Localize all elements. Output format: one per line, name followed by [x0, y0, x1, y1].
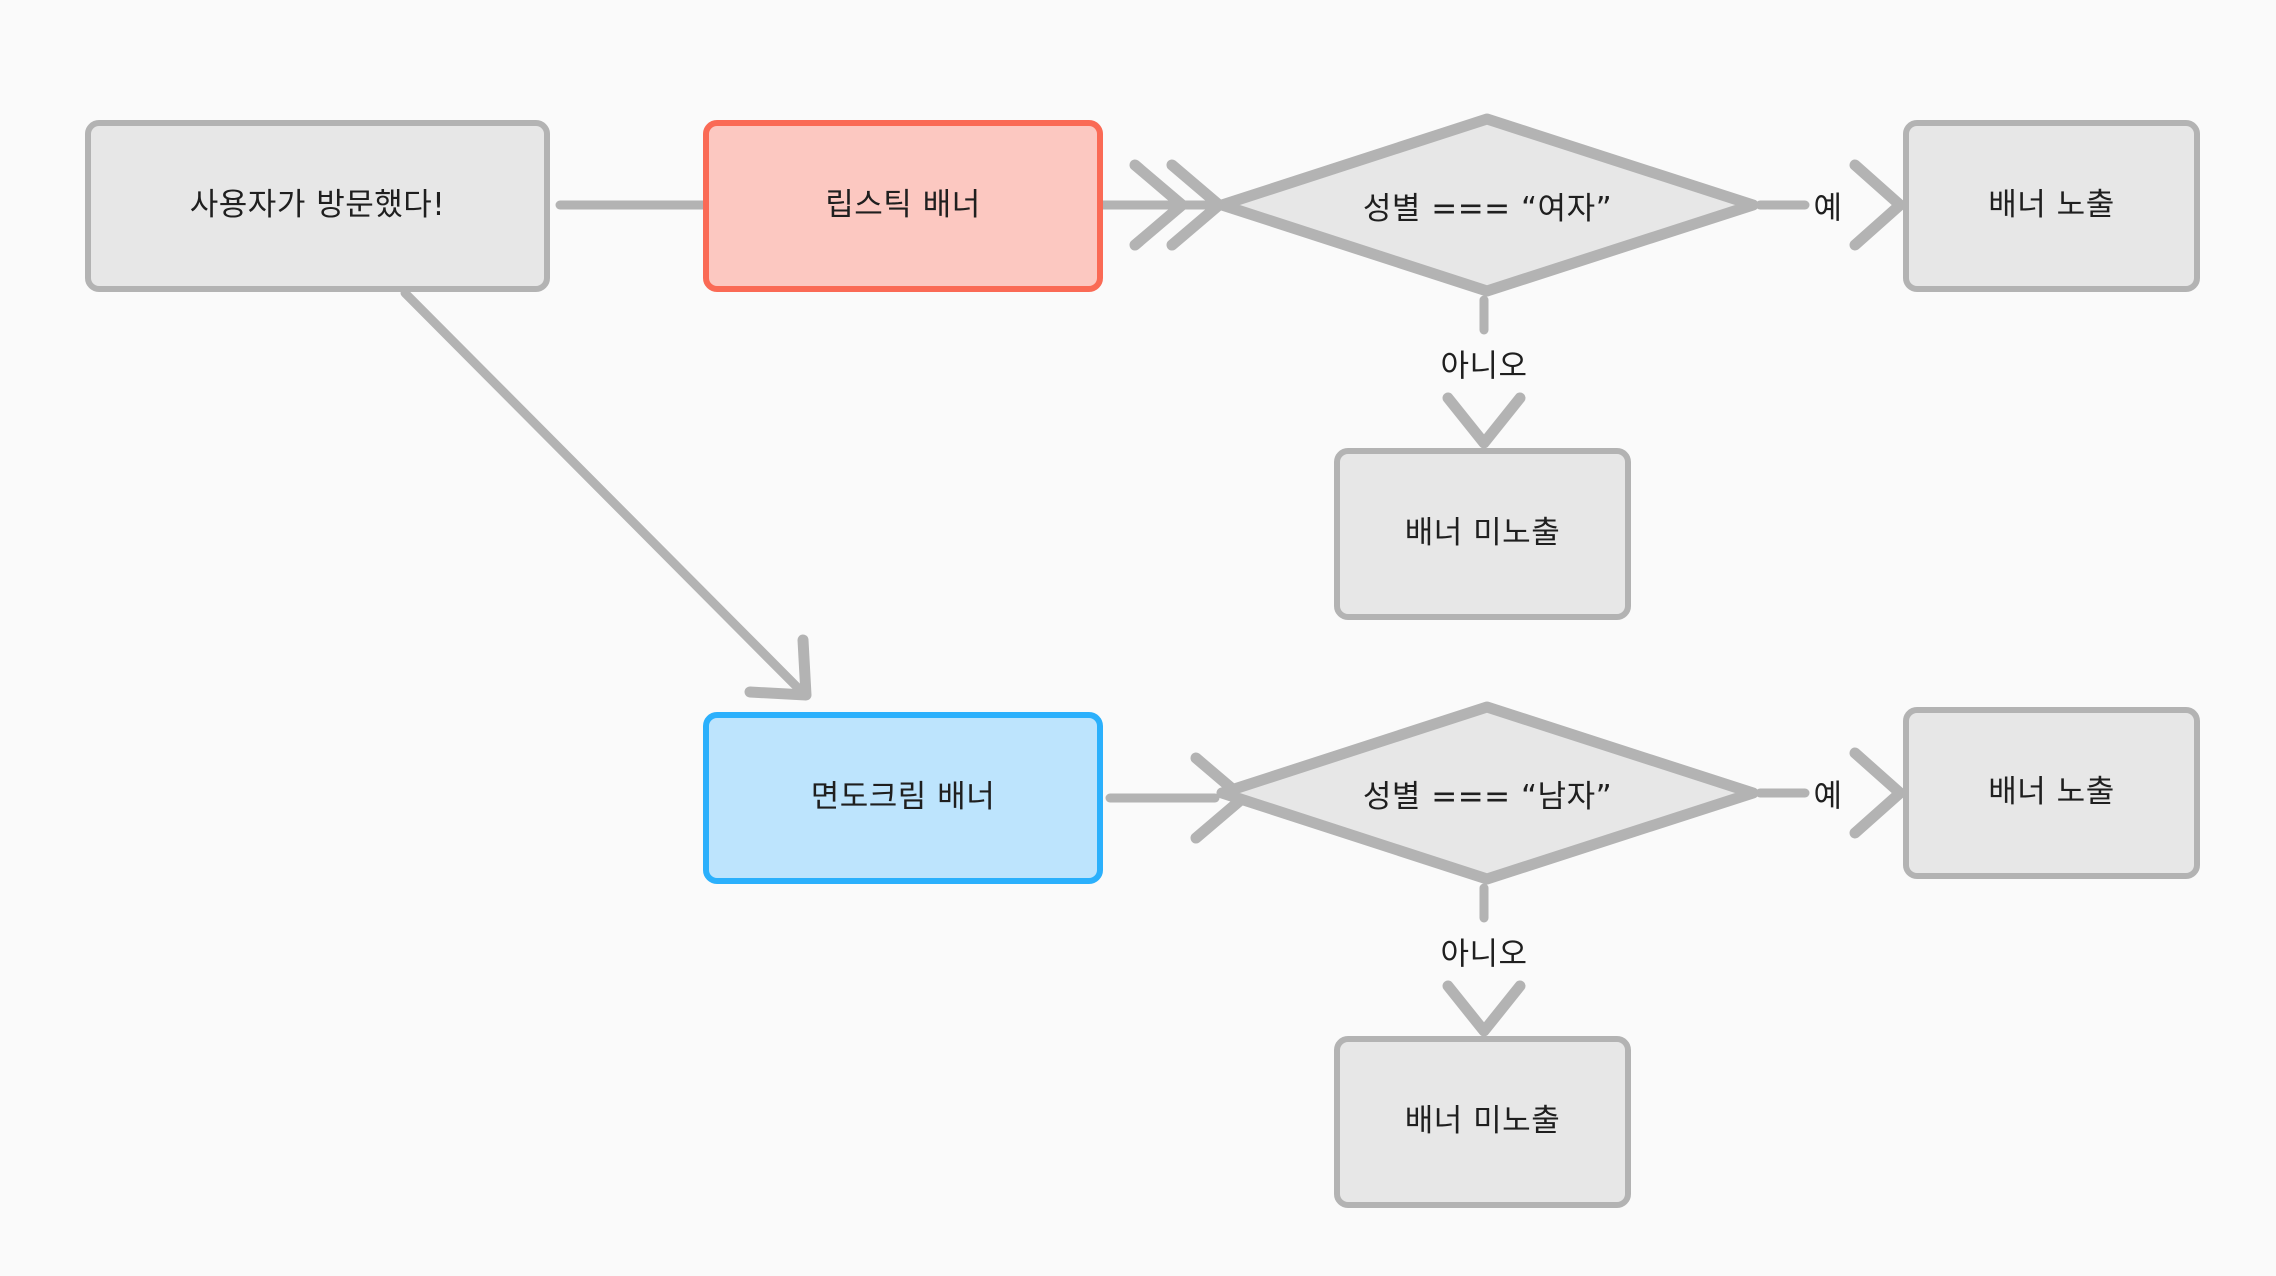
- node-decision-female-label: 성별 === “여자”: [1362, 190, 1613, 227]
- node-shaving-banner-label: 면도크림 배너: [810, 779, 996, 816]
- node-hide-banner-male-label: 배너 미노출: [1404, 1103, 1561, 1140]
- node-show-banner-male[interactable]: 배너 노출: [1903, 707, 2200, 879]
- edge-label-yes-top: 예: [1813, 190, 1843, 227]
- node-shaving-banner[interactable]: 면도크림 배너: [703, 712, 1103, 884]
- node-start-label: 사용자가 방문했다!: [189, 187, 446, 224]
- node-start[interactable]: 사용자가 방문했다!: [85, 120, 550, 292]
- node-show-banner-female-label: 배너 노출: [1988, 187, 2115, 224]
- node-lipstick-banner[interactable]: 립스틱 배너: [703, 120, 1103, 292]
- diamond-shape-male: [1216, 701, 1759, 885]
- diamond-shape-female: [1216, 113, 1759, 297]
- edge-lipstick-to-decision-female: [1105, 159, 1225, 251]
- node-decision-male[interactable]: 성별 === “남자”: [1215, 700, 1760, 886]
- edge-start-to-shaving: [400, 288, 812, 701]
- node-hide-banner-male[interactable]: 배너 미노출: [1334, 1036, 1631, 1208]
- edge-label-no-bottom: 아니오: [1440, 936, 1528, 973]
- node-lipstick-banner-label: 립스틱 배너: [825, 187, 981, 224]
- edge-label-no-top: 아니오: [1440, 348, 1528, 385]
- node-hide-banner-female[interactable]: 배너 미노출: [1334, 448, 1631, 620]
- node-decision-female[interactable]: 성별 === “여자”: [1215, 112, 1760, 298]
- edge-label-yes-bottom: 예: [1813, 778, 1843, 815]
- node-show-banner-male-label: 배너 노출: [1988, 774, 2115, 811]
- node-show-banner-female[interactable]: 배너 노출: [1903, 120, 2200, 292]
- node-decision-male-label: 성별 === “남자”: [1362, 778, 1613, 815]
- node-hide-banner-female-label: 배너 미노출: [1404, 515, 1561, 552]
